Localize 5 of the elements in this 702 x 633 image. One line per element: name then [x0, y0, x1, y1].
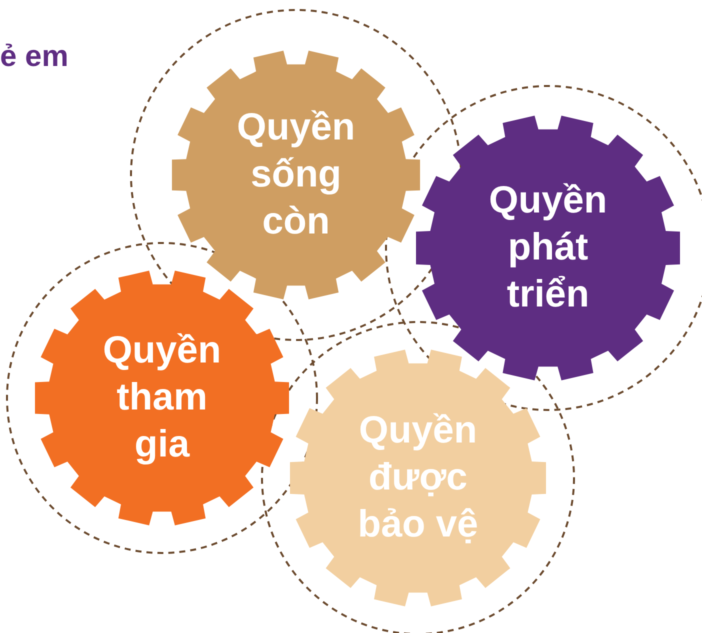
gear-label: Quyền tham gia — [102, 328, 222, 468]
gear-label: Quyền phát triển — [488, 178, 608, 318]
heading: ẻ em — [0, 40, 68, 74]
gear-label: Quyền được bảo vệ — [356, 408, 480, 548]
gear-label: Quyền sống còn — [236, 105, 356, 245]
